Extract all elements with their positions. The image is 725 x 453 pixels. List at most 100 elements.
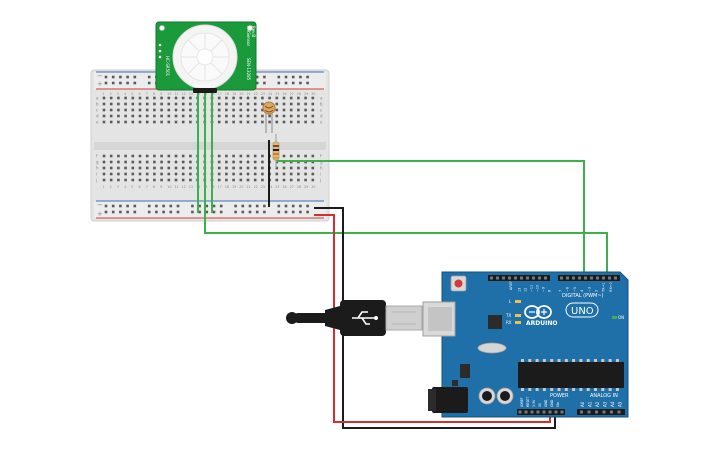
header-pin-hole[interactable] [518, 410, 522, 414]
breadboard-hole[interactable] [117, 120, 120, 124]
rail-hole[interactable] [147, 204, 151, 208]
header-pin-hole[interactable] [596, 276, 599, 280]
breadboard-hole[interactable] [239, 166, 243, 170]
breadboard-hole[interactable] [232, 114, 235, 118]
breadboard-hole[interactable] [181, 178, 185, 182]
breadboard-hole[interactable] [282, 172, 286, 176]
breadboard-hole[interactable] [138, 160, 142, 164]
breadboard-hole[interactable] [253, 96, 257, 100]
breadboard-hole[interactable] [239, 108, 243, 112]
rail-hole[interactable] [162, 210, 165, 214]
breadboard-hole[interactable] [189, 114, 192, 118]
breadboard-hole[interactable] [102, 166, 106, 170]
breadboard-hole[interactable] [181, 172, 185, 176]
breadboard-hole[interactable] [160, 172, 163, 176]
breadboard-hole[interactable] [181, 160, 185, 164]
breadboard-hole[interactable] [145, 178, 149, 182]
rail-hole[interactable] [255, 81, 259, 85]
breadboard-hole[interactable] [225, 114, 228, 118]
breadboard-hole[interactable] [138, 120, 142, 124]
breadboard-hole[interactable] [189, 178, 192, 182]
breadboard-hole[interactable] [160, 160, 163, 164]
rail-hole[interactable] [219, 204, 223, 208]
header-pin-hole[interactable] [587, 410, 591, 414]
breadboard-hole[interactable] [181, 120, 185, 124]
breadboard-hole[interactable] [246, 120, 250, 124]
breadboard-hole[interactable] [160, 96, 163, 100]
breadboard-hole[interactable] [189, 160, 192, 164]
breadboard-hole[interactable] [138, 114, 142, 118]
breadboard-hole[interactable] [225, 102, 228, 106]
rail-hole[interactable] [284, 81, 288, 85]
breadboard-hole[interactable] [232, 166, 235, 170]
rail-hole[interactable] [291, 75, 295, 79]
breadboard-hole[interactable] [124, 166, 127, 170]
rail-hole[interactable] [248, 210, 252, 214]
breadboard-hole[interactable] [145, 154, 149, 158]
breadboard-hole[interactable] [275, 172, 279, 176]
breadboard-hole[interactable] [282, 178, 286, 182]
breadboard-hole[interactable] [102, 160, 106, 164]
breadboard-hole[interactable] [174, 114, 178, 118]
rail-hole[interactable] [169, 210, 173, 214]
header-pin-hole[interactable] [580, 410, 583, 414]
breadboard-hole[interactable] [124, 172, 127, 176]
breadboard-hole[interactable] [167, 154, 171, 158]
breadboard-hole[interactable] [311, 102, 315, 106]
breadboard-hole[interactable] [160, 108, 163, 112]
rail-hole[interactable] [111, 75, 115, 79]
breadboard-hole[interactable] [217, 114, 221, 118]
breadboard-hole[interactable] [232, 108, 235, 112]
green-wire-pir-out[interactable] [204, 92, 608, 278]
rail-hole[interactable] [299, 81, 302, 85]
header-pin-hole[interactable] [532, 276, 535, 280]
breadboard-hole[interactable] [261, 96, 264, 100]
breadboard-hole[interactable] [289, 96, 293, 100]
breadboard-hole[interactable] [225, 154, 228, 158]
breadboard-hole[interactable] [167, 114, 171, 118]
breadboard-hole[interactable] [174, 102, 178, 106]
breadboard-hole[interactable] [145, 114, 149, 118]
breadboard-hole[interactable] [102, 120, 106, 124]
rail-hole[interactable] [133, 81, 137, 85]
breadboard-hole[interactable] [124, 108, 127, 112]
breadboard-hole[interactable] [232, 154, 235, 158]
rail-hole[interactable] [119, 81, 122, 85]
breadboard-hole[interactable] [239, 178, 243, 182]
breadboard-hole[interactable] [282, 108, 286, 112]
rail-hole[interactable] [126, 81, 129, 85]
breadboard-hole[interactable] [153, 172, 156, 176]
breadboard-hole[interactable] [138, 172, 142, 176]
rail-hole[interactable] [284, 204, 288, 208]
header-pin-hole[interactable] [572, 276, 575, 280]
breadboard-hole[interactable] [124, 102, 127, 106]
breadboard-hole[interactable] [297, 96, 300, 100]
breadboard-hole[interactable] [239, 160, 243, 164]
breadboard-hole[interactable] [246, 166, 250, 170]
breadboard-hole[interactable] [297, 154, 300, 158]
breadboard-hole[interactable] [189, 102, 192, 106]
breadboard-hole[interactable] [181, 154, 185, 158]
rail-hole[interactable] [104, 210, 108, 214]
header-pin-hole[interactable] [608, 276, 611, 280]
rail-hole[interactable] [133, 204, 137, 208]
header-pin-hole[interactable] [560, 410, 564, 414]
black-wire-gnd[interactable] [314, 207, 556, 429]
header-pin-hole[interactable] [610, 410, 613, 414]
breadboard-hole[interactable] [102, 96, 106, 100]
rail-hole[interactable] [241, 204, 245, 208]
breadboard-hole[interactable] [275, 102, 279, 106]
breadboard-hole[interactable] [232, 160, 235, 164]
breadboard-hole[interactable] [275, 120, 279, 124]
breadboard-hole[interactable] [225, 96, 228, 100]
rail-hole[interactable] [277, 75, 281, 79]
breadboard-hole[interactable] [102, 102, 106, 106]
breadboard-hole[interactable] [160, 166, 163, 170]
breadboard-hole[interactable] [131, 114, 135, 118]
breadboard-hole[interactable] [289, 172, 293, 176]
breadboard-hole[interactable] [117, 154, 120, 158]
rail-hole[interactable] [119, 204, 122, 208]
breadboard-hole[interactable] [217, 154, 221, 158]
breadboard-hole[interactable] [246, 172, 250, 176]
breadboard-hole[interactable] [153, 114, 156, 118]
